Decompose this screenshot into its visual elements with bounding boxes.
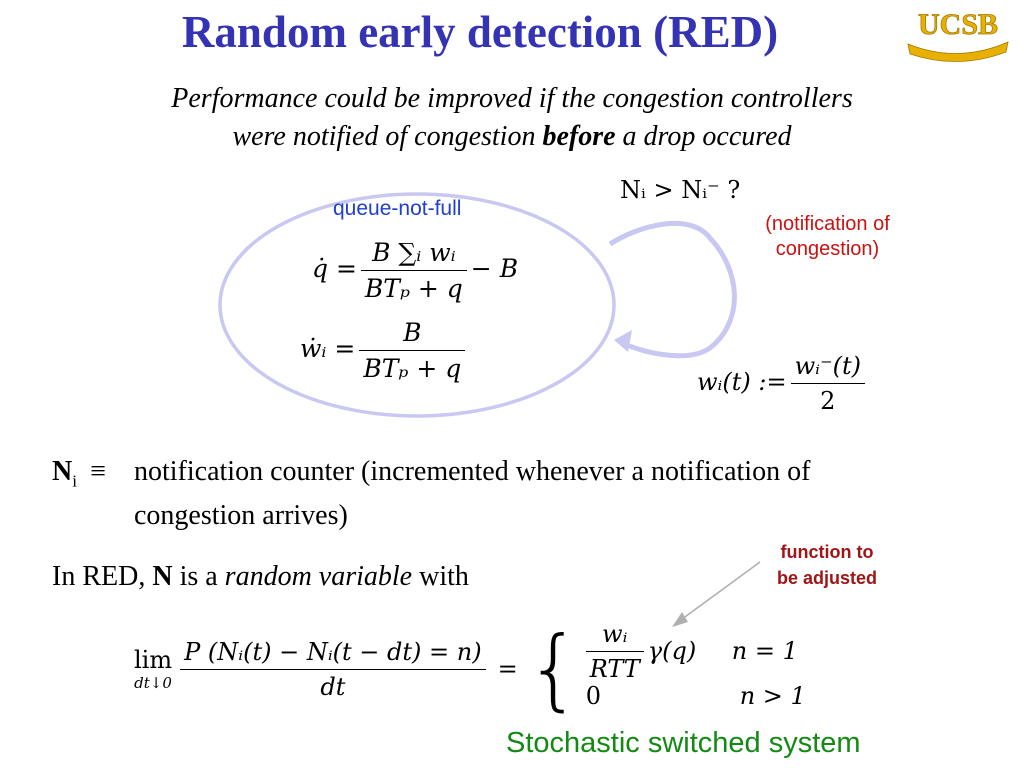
notification-condition: Nᵢ > Nᵢ⁻ ? [620, 176, 741, 204]
queue-ellipse [218, 192, 616, 418]
window-reset-equation: wᵢ(t) :=wᵢ⁻(t)2 [697, 352, 869, 415]
subtitle: Performance could be improved if the con… [0, 80, 1024, 156]
subtitle-emphasis: before [542, 121, 616, 152]
subtitle-line-2: were notified of congestion before a dro… [232, 121, 792, 152]
queue-not-full-label: queue-not-full [333, 197, 462, 220]
callout-pointer [677, 561, 761, 623]
red-statement: In RED, N is a random variable with [52, 561, 469, 592]
callout-pointer-head [672, 612, 688, 627]
notification-loop-arrow [608, 221, 737, 359]
subtitle-line-1: Performance could be improved if the con… [171, 83, 853, 114]
slide-title: Random early detection (RED) [181, 7, 779, 57]
notification-label: (notification of congestion) [765, 213, 890, 260]
function-callout: function to be adjusted [776, 542, 878, 588]
logo-text: UCSB [918, 8, 998, 41]
definition-symbol: Ni ≡ [52, 456, 106, 491]
ucsb-logo: UCSB [902, 6, 1014, 64]
stochastic-caption: Stochastic switched system [506, 727, 861, 759]
limit-formula: lim dt↓0 P (Nᵢ(t) − Nᵢ(t − dt) = n) dt =… [134, 617, 806, 720]
loop-arrow-head [614, 330, 632, 352]
definition-text: notification counter (incremented whenev… [134, 456, 811, 531]
